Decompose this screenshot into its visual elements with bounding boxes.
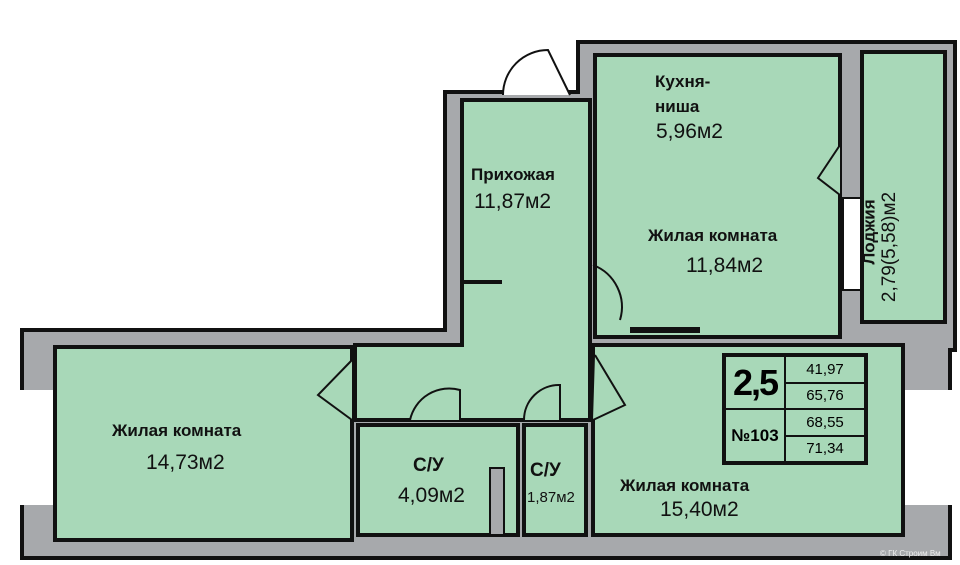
room-label: Кухня-	[655, 72, 711, 91]
room-label: Жилая комната	[620, 476, 750, 495]
apartment-number: №103	[725, 409, 785, 462]
area-value: 41,97	[785, 356, 865, 383]
rooms-count: 2,5	[725, 356, 785, 409]
room-kitchen	[593, 53, 842, 339]
room-label: Жилая комната	[112, 421, 242, 440]
room-label: Жилая комната	[648, 226, 778, 245]
window-left	[20, 390, 54, 505]
duct	[489, 467, 505, 536]
room-area: 15,40м2	[660, 498, 739, 521]
door-loggia	[816, 144, 841, 196]
area-value: 71,34	[785, 435, 865, 462]
area-value: 68,55	[785, 409, 865, 436]
door-right	[592, 354, 627, 421]
room-area: 11,87м2	[474, 190, 552, 213]
watermark: © ГК Строим Вм	[880, 549, 941, 558]
door-bath-1	[409, 387, 461, 421]
room-loggia	[860, 50, 947, 324]
room-label: ниша	[655, 97, 700, 116]
room-label: Лоджия	[859, 199, 879, 265]
door-left	[316, 359, 353, 421]
door-bath-2	[523, 383, 561, 421]
hallway-area	[353, 98, 592, 422]
room-area: 1,87м2	[527, 489, 575, 506]
room-label: Прихожая	[471, 165, 555, 184]
entry-door	[502, 48, 571, 96]
room-bathroom-2	[522, 423, 588, 537]
apartment-info-table: 2,5 41,97 65,76 №103 68,55 71,34	[722, 353, 868, 465]
room-label: С/У	[530, 460, 561, 481]
window-right	[905, 390, 957, 505]
room-area: 11,84м2	[686, 254, 764, 277]
area-value: 65,76	[785, 382, 865, 409]
room-area: 4,09м2	[398, 484, 465, 507]
room-label: С/У	[413, 455, 444, 476]
room-living-left	[53, 345, 354, 542]
room-area: 14,73м2	[146, 451, 225, 474]
door-kitchen	[592, 264, 623, 321]
room-area: 5,96м2	[656, 120, 723, 143]
room-area: 2,79(5,58)м2	[879, 191, 901, 303]
